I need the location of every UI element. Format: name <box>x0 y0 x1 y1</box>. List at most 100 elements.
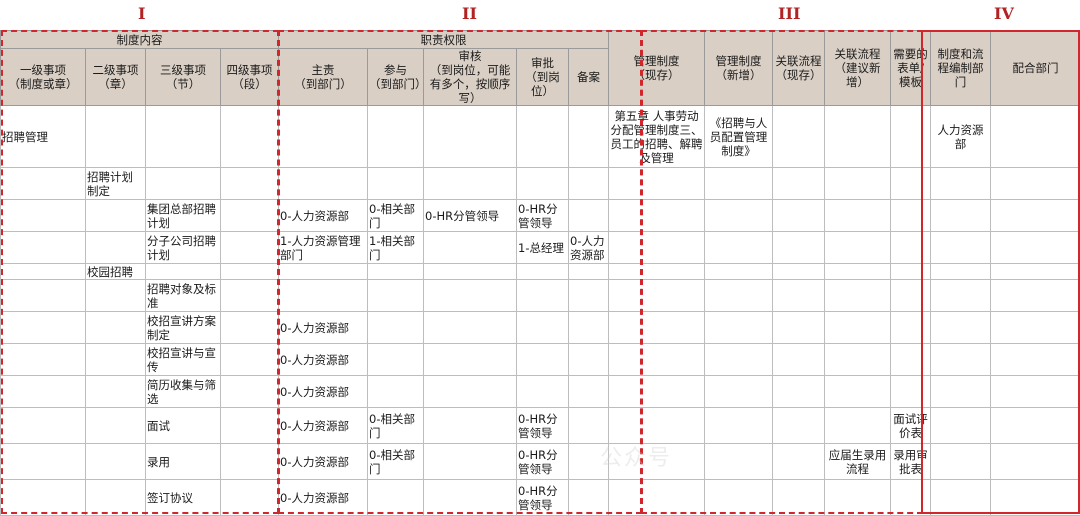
table-cell <box>705 444 773 480</box>
table-cell <box>705 232 773 264</box>
table-cell: 应届生录用流程 <box>825 444 891 480</box>
table-cell <box>368 312 424 344</box>
responsibility-matrix-table: 制度内容 职责权限 管理制度 （现存） 管理制度 （新增） 关联流程 （现存） … <box>0 30 1080 516</box>
table-cell <box>221 168 279 200</box>
table-cell: 0-人力资源部 <box>279 200 368 232</box>
table-cell <box>705 376 773 408</box>
table-cell <box>705 264 773 280</box>
group-header-content: 制度内容 <box>1 31 279 49</box>
table-cell <box>569 376 609 408</box>
table-cell <box>424 376 517 408</box>
table-cell: 1-相关部门 <box>368 232 424 264</box>
table-cell: 0-相关部门 <box>368 408 424 444</box>
section-label-2: II <box>462 4 477 23</box>
table-cell <box>221 312 279 344</box>
table-cell <box>773 106 825 168</box>
table-cell <box>569 480 609 516</box>
table-cell <box>86 312 146 344</box>
table-cell <box>773 344 825 376</box>
table-cell <box>86 200 146 232</box>
table-cell <box>1 264 86 280</box>
table-cell <box>891 344 931 376</box>
table-cell: 1-人力资源管理部门 <box>279 232 368 264</box>
table-cell <box>991 444 1080 480</box>
table-cell: 0-HR分管领导 <box>517 200 569 232</box>
table-cell <box>931 480 991 516</box>
col-header-8: 审批 （到岗位） <box>517 49 569 106</box>
table-cell <box>569 280 609 312</box>
table-cell <box>86 232 146 264</box>
table-cell: 校招宣讲与宣传 <box>146 344 221 376</box>
table-cell: 0-相关部门 <box>368 444 424 480</box>
table-cell: 签订协议 <box>146 480 221 516</box>
table-cell <box>773 200 825 232</box>
table-cell <box>1 344 86 376</box>
table-cell <box>773 232 825 264</box>
table-cell <box>279 106 368 168</box>
table-cell: 0-人力资源部 <box>279 408 368 444</box>
table-cell: 1-总经理 <box>517 232 569 264</box>
table-cell <box>1 480 86 516</box>
table-cell <box>773 280 825 312</box>
table-cell <box>705 312 773 344</box>
table-cell <box>991 480 1080 516</box>
table-cell: 《招聘与人员配置管理制度》 <box>705 106 773 168</box>
table-cell: 招聘管理 <box>1 106 86 168</box>
table-cell <box>517 106 569 168</box>
table-cell <box>86 444 146 480</box>
table-cell <box>517 312 569 344</box>
table-cell <box>368 344 424 376</box>
table-cell: 面试评价表 <box>891 408 931 444</box>
table-cell <box>825 106 891 168</box>
table-cell <box>146 264 221 280</box>
table-cell: 面试 <box>146 408 221 444</box>
table-cell <box>424 344 517 376</box>
table-cell: 0-人力资源部 <box>279 344 368 376</box>
table-cell <box>825 232 891 264</box>
table-cell <box>891 106 931 168</box>
table-cell <box>221 444 279 480</box>
table-cell <box>368 376 424 408</box>
table-cell <box>773 444 825 480</box>
table-cell <box>991 264 1080 280</box>
table-cell <box>569 408 609 444</box>
table-cell <box>991 344 1080 376</box>
col-header-6: 参与 （到部门） <box>368 49 424 106</box>
table-cell <box>86 280 146 312</box>
table-row: 招聘计划制定 <box>1 168 1080 200</box>
table-cell <box>86 376 146 408</box>
table-cell <box>991 312 1080 344</box>
col-header-2: 二级事项 （章） <box>86 49 146 106</box>
table-cell <box>991 232 1080 264</box>
table-cell: 简历收集与筛选 <box>146 376 221 408</box>
table-row: 招聘对象及标准 <box>1 280 1080 312</box>
table-cell <box>221 376 279 408</box>
col-header-9: 备案 <box>569 49 609 106</box>
table-cell <box>891 264 931 280</box>
table-cell <box>424 444 517 480</box>
table-cell <box>825 480 891 516</box>
table-cell <box>221 280 279 312</box>
table-cell <box>517 280 569 312</box>
table-cell <box>368 168 424 200</box>
group-header-responsibility: 职责权限 <box>279 31 609 49</box>
table-cell: 招聘对象及标准 <box>146 280 221 312</box>
table-cell <box>609 408 705 444</box>
table-cell <box>773 312 825 344</box>
col-header-10: 管理制度 （现存） <box>609 31 705 106</box>
table-cell <box>86 408 146 444</box>
table-cell <box>705 408 773 444</box>
col-header-16: 配合部门 <box>991 31 1080 106</box>
table-cell <box>891 480 931 516</box>
table-cell <box>825 312 891 344</box>
table-cell <box>221 106 279 168</box>
table-cell <box>569 312 609 344</box>
section-label-4: IV <box>994 4 1014 23</box>
table-cell <box>424 106 517 168</box>
table-row: 招聘管理第五章 人事劳动分配管理制度三、员工的招聘、解聘及管理《招聘与人员配置管… <box>1 106 1080 168</box>
table-cell <box>609 232 705 264</box>
table-cell <box>569 264 609 280</box>
